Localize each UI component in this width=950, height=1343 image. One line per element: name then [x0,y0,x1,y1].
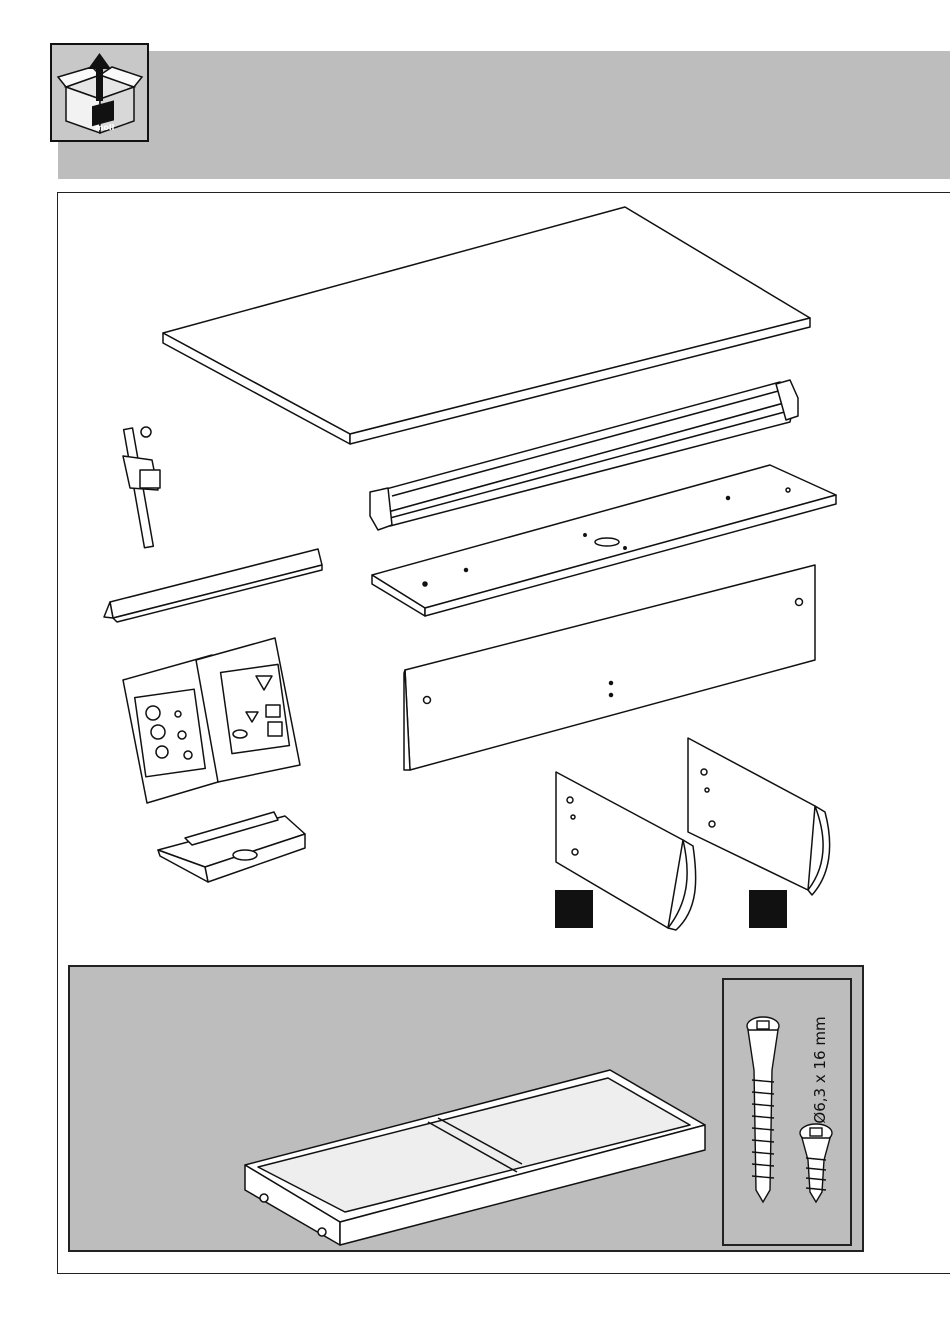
short-screw-icon [800,1124,832,1202]
screw-size-label: Ø6,3 x 16 mm [811,1016,829,1123]
long-screw-icon [747,1017,779,1202]
